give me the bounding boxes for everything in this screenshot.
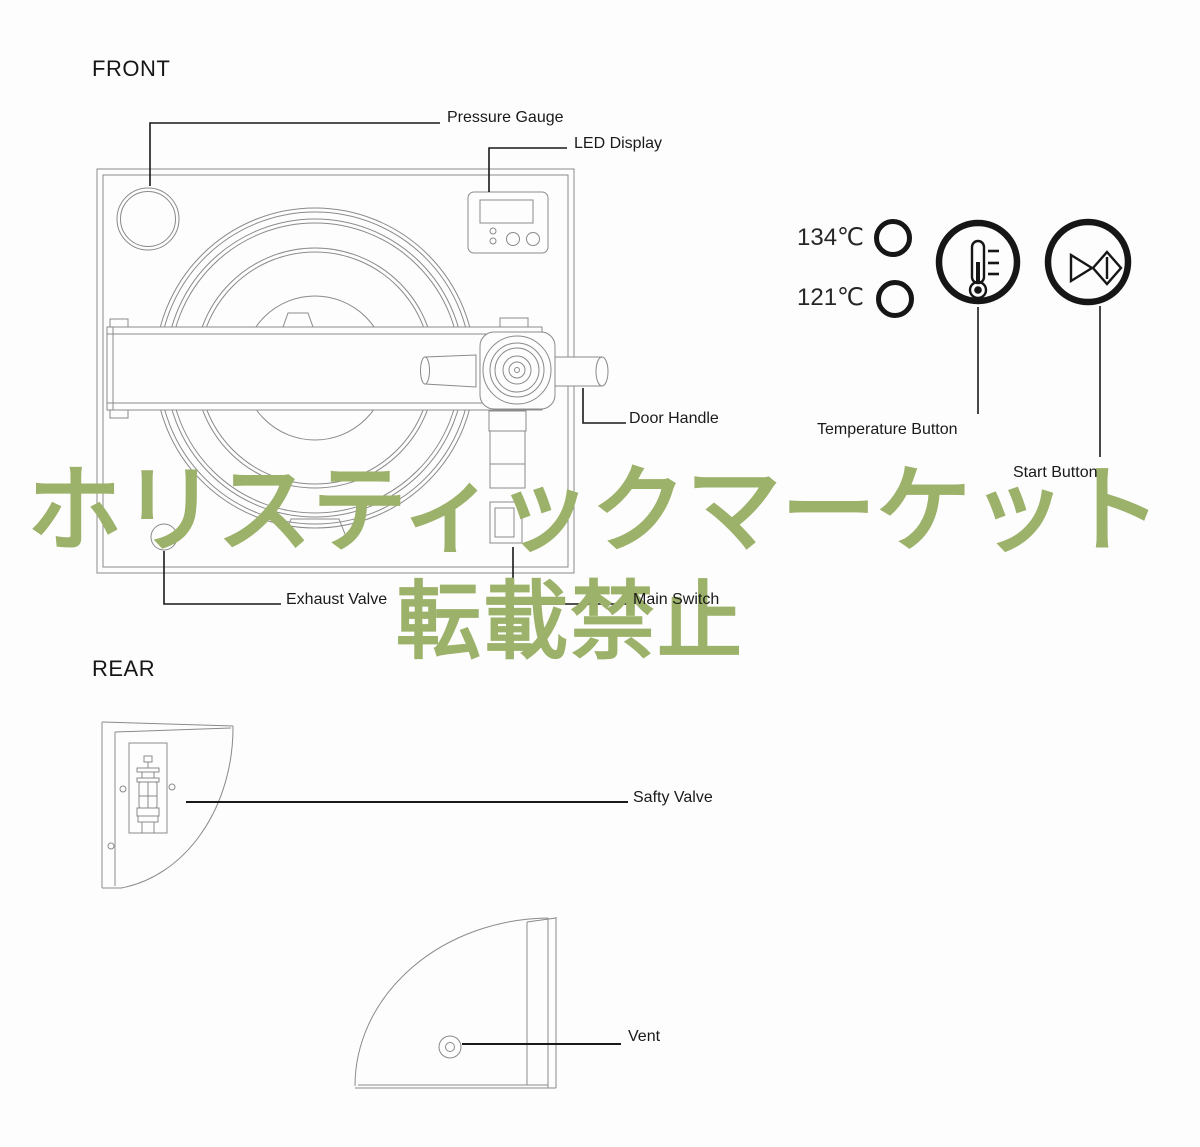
vent-hole-drawing: [438, 1035, 462, 1059]
exhaust-valve-drawing: [150, 523, 178, 551]
door-handle-drawing: [420, 331, 609, 410]
temperature-button-icon: [935, 219, 1021, 305]
door-latch-drawing: [488, 410, 527, 489]
watermark-line1: ホリスティックマーケット: [26, 458, 1162, 564]
leader-lines: [149, 122, 1101, 1045]
label-led-display: LED Display: [574, 135, 663, 152]
label-exhaust-valve: Exhaust Valve: [286, 591, 388, 608]
label-start-button: Start Button: [1013, 464, 1098, 481]
label-safty-valve: Safty Valve: [633, 789, 713, 806]
vent-view-drawing: [354, 917, 557, 1089]
label-134c: 134℃: [797, 224, 864, 251]
led-display-drawing: [467, 191, 549, 254]
leader-door-handle: [582, 388, 626, 424]
leader-led-display: [488, 147, 567, 192]
door-locking-bar-drawing: [106, 317, 543, 419]
label-vent: Vent: [628, 1028, 661, 1045]
front-title: FRONT: [92, 56, 171, 81]
indicator-121-led: [876, 280, 914, 318]
start-button-icon: [1044, 218, 1132, 306]
indicator-134-led: [874, 219, 912, 257]
rear-view-drawing: [101, 721, 234, 889]
label-door-handle: Door Handle: [629, 410, 719, 427]
rear-title: REAR: [92, 656, 156, 681]
label-main-switch: Main Switch: [633, 591, 720, 608]
safety-valve-drawing: [136, 755, 160, 834]
leader-exhaust-valve: [163, 551, 281, 605]
label-121c: 121℃: [797, 284, 864, 311]
control-buttons-drawing: [874, 218, 1132, 318]
pressure-gauge-drawing: [116, 187, 180, 251]
watermark-line2: 転載禁止: [395, 575, 745, 670]
leader-pressure-gauge: [149, 122, 440, 186]
label-pressure-gauge: Pressure Gauge: [447, 109, 564, 126]
label-temperature-button: Temperature Button: [817, 421, 958, 438]
front-view-drawing: [96, 168, 609, 574]
leader-main-switch: [512, 547, 629, 605]
main-switch-drawing: [489, 501, 523, 544]
